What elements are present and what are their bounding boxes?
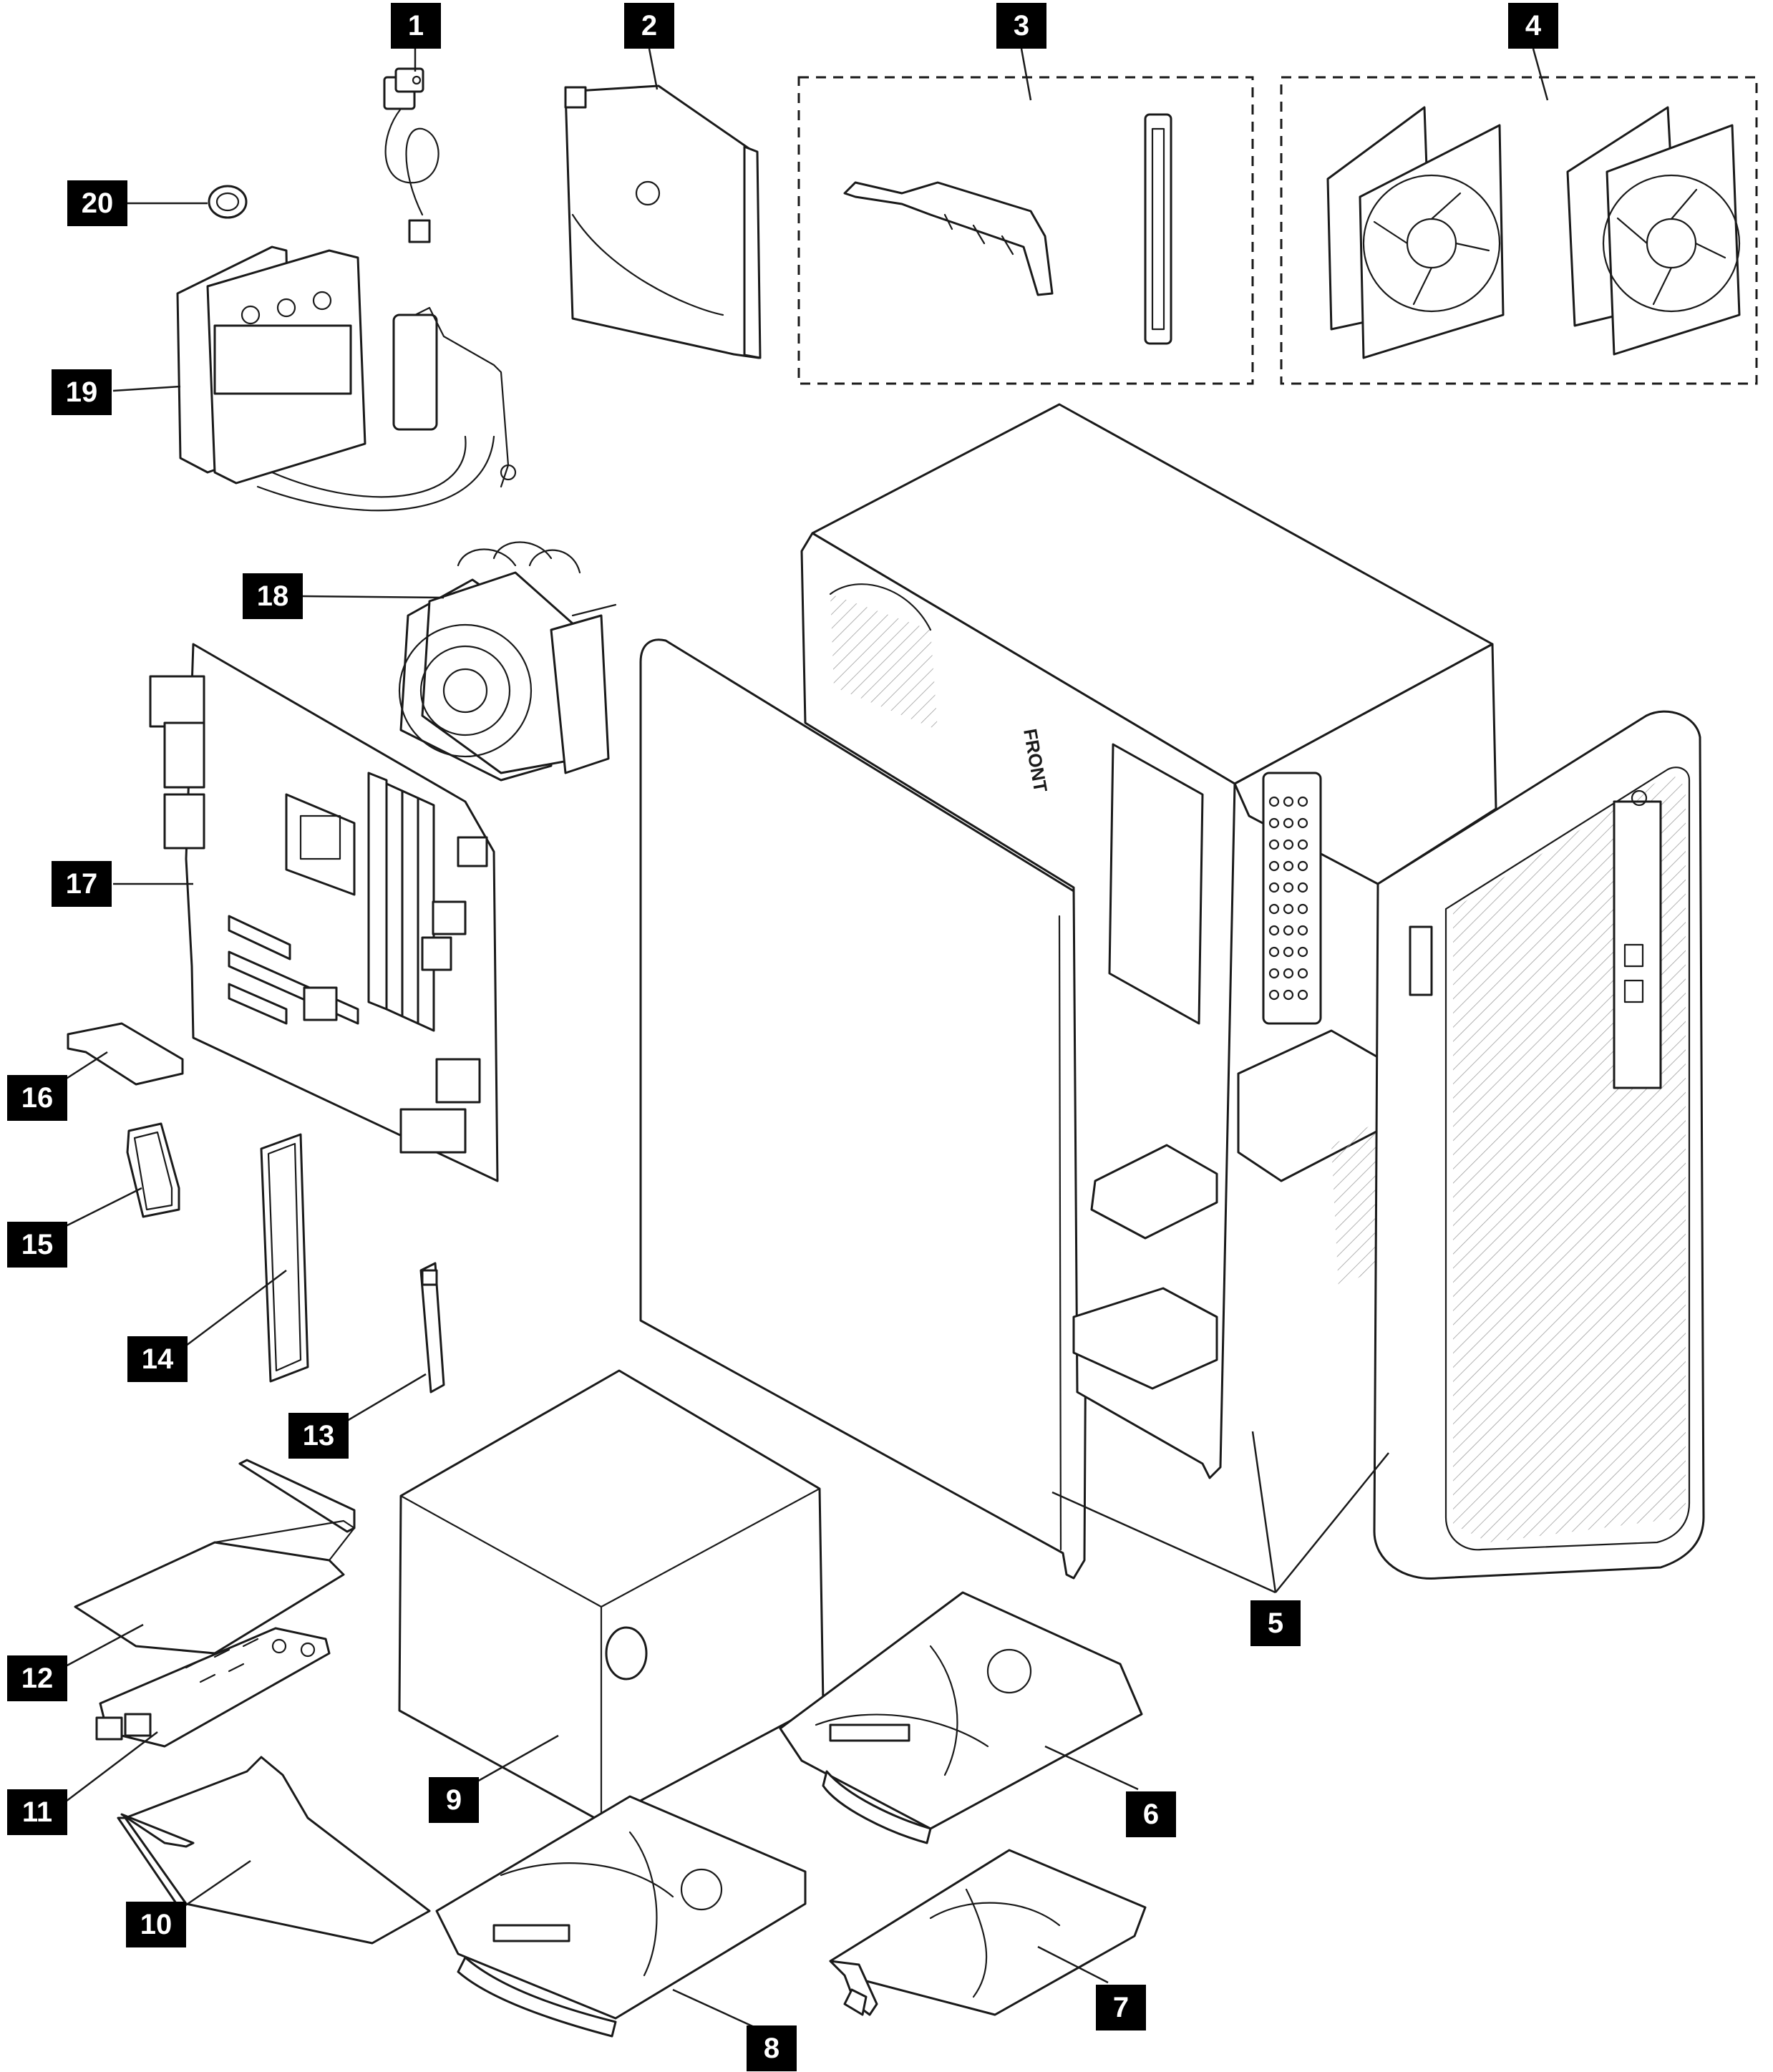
- leader-5a: [1051, 1491, 1276, 1594]
- leader-16: [62, 1051, 108, 1082]
- callout-12: 12: [7, 1655, 67, 1701]
- svg-text:13: 13: [303, 1420, 335, 1451]
- leader-lines: [62, 48, 1549, 2030]
- liquid-cooling-module: [176, 245, 517, 512]
- callout-1: 1: [391, 3, 441, 49]
- svg-text:2: 2: [641, 10, 657, 42]
- leader-6: [1044, 1745, 1139, 1791]
- drive-tray-7: [829, 1849, 1147, 2016]
- pcie-adapter-card-12: [74, 1459, 356, 1655]
- svg-text:18: 18: [257, 580, 289, 612]
- leader-11: [62, 1731, 158, 1804]
- callout-19: 19: [52, 369, 112, 415]
- pcie-adapter-card-10: [117, 1756, 431, 1945]
- group-box-4: [1280, 76, 1758, 385]
- fan-pair: [1326, 106, 1741, 359]
- drive-bracket-pair: [843, 113, 1172, 345]
- callout-7: 7: [1096, 1985, 1146, 2030]
- callout-8: 8: [747, 2025, 797, 2071]
- leader-12: [62, 1623, 144, 1669]
- heat-sink-fan-module: [398, 541, 617, 782]
- svg-text:4: 4: [1525, 10, 1542, 42]
- svg-text:6: 6: [1143, 1799, 1159, 1830]
- power-supply: [398, 1369, 825, 1823]
- m2-adapter-board: [95, 1627, 331, 1748]
- svg-text:8: 8: [764, 2033, 779, 2064]
- callout-10: 10: [126, 1902, 186, 1947]
- svg-text:5: 5: [1268, 1607, 1283, 1639]
- callout-18: 18: [243, 573, 303, 619]
- leader-9: [475, 1734, 559, 1784]
- leader-10: [182, 1859, 251, 1909]
- optical-drive: [564, 84, 762, 359]
- svg-text:20: 20: [82, 188, 114, 219]
- small-adapter-board: [67, 1022, 184, 1086]
- callout-15: 15: [7, 1222, 67, 1268]
- leader-15: [62, 1187, 142, 1229]
- svg-text:19: 19: [66, 376, 98, 408]
- leader-5c: [1275, 1452, 1389, 1593]
- callout-9: 9: [429, 1777, 479, 1823]
- callout-4: 4: [1508, 3, 1558, 49]
- svg-text:15: 15: [21, 1229, 54, 1260]
- leader-19: [112, 385, 181, 392]
- leader-7: [1037, 1945, 1109, 1984]
- leader-5b: [1251, 1431, 1277, 1593]
- processor: [126, 1122, 180, 1218]
- leader-3: [1020, 48, 1032, 101]
- callout-17: 17: [52, 861, 112, 907]
- system-board: [149, 643, 499, 1182]
- callouts: 1 2 3 4 5 6 7 8: [7, 3, 1558, 2071]
- callout-2: 2: [624, 3, 674, 49]
- callout-5: 5: [1250, 1600, 1301, 1646]
- svg-text:12: 12: [21, 1663, 54, 1694]
- svg-text:7: 7: [1113, 1992, 1129, 2023]
- drive-with-caddy-6: [779, 1591, 1143, 1844]
- callout-14: 14: [127, 1336, 188, 1382]
- callout-13: 13: [288, 1413, 349, 1459]
- leader-13: [346, 1373, 427, 1422]
- svg-text:16: 16: [21, 1082, 54, 1114]
- svg-text:9: 9: [446, 1784, 462, 1816]
- svg-text:1: 1: [408, 10, 424, 42]
- svg-text:11: 11: [22, 1796, 52, 1828]
- leader-18: [302, 595, 445, 599]
- ventilation-grid: [1268, 796, 1308, 1001]
- leader-8: [672, 1988, 759, 2030]
- svg-text:3: 3: [1014, 10, 1029, 42]
- chassis-frame: FRONT: [800, 403, 1497, 1479]
- svg-text:14: 14: [142, 1343, 174, 1375]
- memory-module: [260, 1133, 309, 1383]
- callout-6: 6: [1126, 1791, 1176, 1837]
- coin-cell-battery: [208, 185, 248, 219]
- leader-4: [1532, 48, 1549, 101]
- power-switch-assembly: [383, 67, 439, 243]
- callout-3: 3: [996, 3, 1046, 49]
- callout-20: 20: [67, 180, 127, 226]
- callout-16: 16: [7, 1075, 67, 1121]
- front-bezel: [1373, 710, 1705, 1580]
- callout-11: 11: [7, 1789, 67, 1835]
- leader-2: [648, 48, 659, 90]
- drive-with-caddy-8: [435, 1795, 807, 2038]
- svg-text:17: 17: [66, 868, 98, 900]
- svg-text:10: 10: [140, 1909, 173, 1940]
- leader-14: [185, 1270, 287, 1346]
- m2-drive: [419, 1262, 445, 1394]
